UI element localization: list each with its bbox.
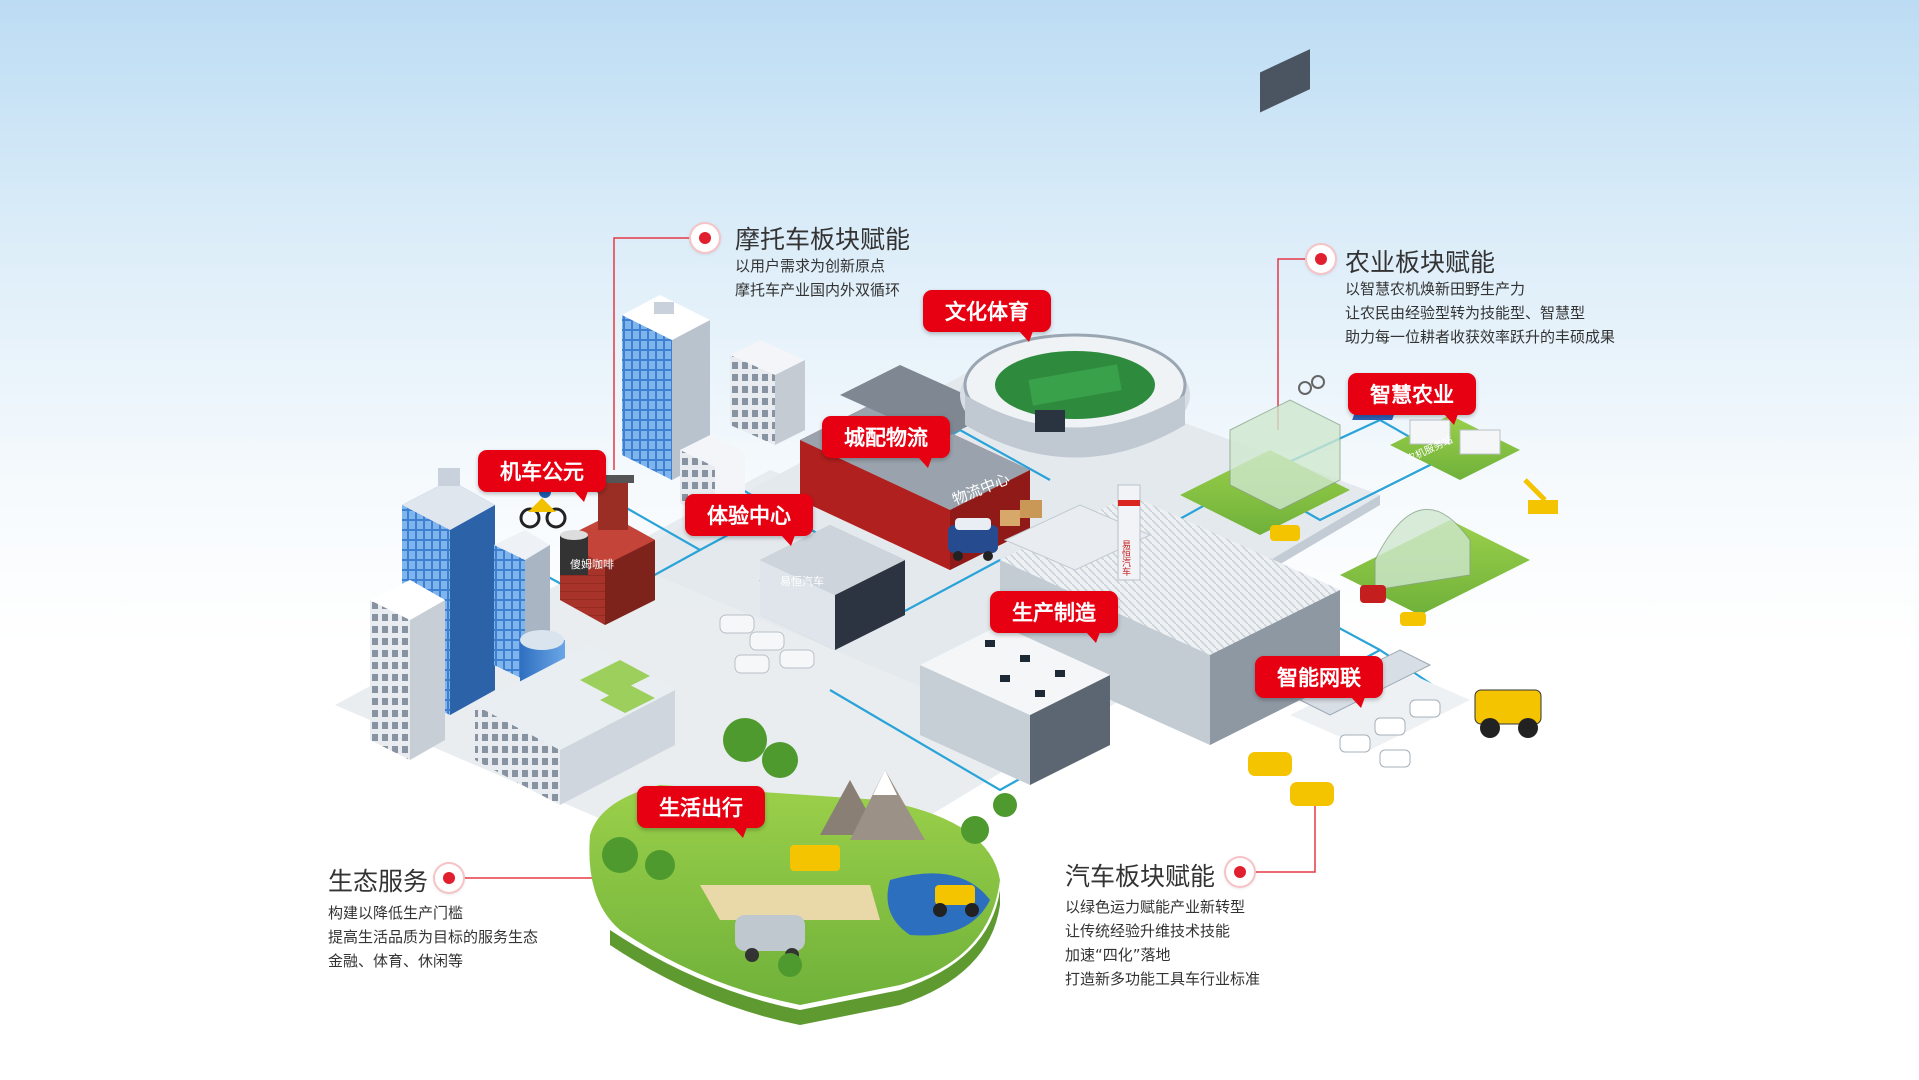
automobile-leader-line bbox=[1252, 800, 1316, 873]
tag-life-travel: 生活出行 bbox=[637, 786, 765, 838]
automobile-line: 加速“四化”落地 bbox=[1065, 946, 1171, 964]
agriculture-line: 助力每一位耕者收获效率跃升的丰硕成果 bbox=[1345, 328, 1616, 346]
tag-experience-center: 体验中心 bbox=[685, 494, 813, 546]
marker-motorcycle bbox=[691, 224, 719, 252]
motorcycle-leader-line bbox=[613, 237, 700, 470]
tag-city-logistics: 城配物流 bbox=[822, 416, 950, 468]
agriculture-line: 以智慧农机焕新田野生产力 bbox=[1345, 280, 1526, 298]
agriculture-line: 让农民由经验型转为技能型、智慧型 bbox=[1345, 304, 1586, 322]
ecology-line: 金融、体育、休闲等 bbox=[328, 952, 464, 970]
motorcycle-block-title: 摩托车板块赋能 bbox=[735, 225, 911, 254]
marker-agriculture bbox=[1307, 245, 1335, 273]
ecology-block-title: 生态服务 bbox=[328, 867, 429, 896]
dealer-sign: 易恒汽车 bbox=[780, 574, 824, 588]
stadium bbox=[960, 333, 1190, 458]
ecology-line: 提高生活品质为目标的服务生态 bbox=[328, 928, 539, 946]
experience-center: 易恒汽车 bbox=[719, 525, 905, 674]
tag-smart-agriculture: 智慧农业 bbox=[1348, 373, 1476, 425]
marker-ecology bbox=[435, 864, 463, 892]
cafe-sign: 傻姆咖啡 bbox=[570, 557, 614, 571]
motorcycle-line: 摩托车产业国内外双循环 bbox=[735, 281, 901, 299]
automobile-line: 打造新多功能工具车行业标准 bbox=[1065, 970, 1261, 988]
ecology-block-text: 构建以降低生产门槛 提高生活品质为目标的服务生态 金融、体育、休闲等 bbox=[328, 901, 538, 973]
tag-culture-sports: 文化体育 bbox=[923, 290, 1051, 342]
motorcycle-block-text: 以用户需求为创新原点 摩托车产业国内外双循环 bbox=[735, 254, 900, 302]
office-towers bbox=[370, 295, 805, 805]
life-travel-park bbox=[589, 718, 1017, 1025]
motorcycle-line: 以用户需求为创新原点 bbox=[735, 257, 886, 275]
automobile-line: 以绿色运力赋能产业新转型 bbox=[1065, 898, 1246, 916]
automobile-block-text: 以绿色运力赋能产业新转型 让传统经验升维技术技能 加速“四化”落地 打造新多功能… bbox=[1065, 895, 1260, 991]
tag-production: 生产制造 bbox=[990, 591, 1118, 643]
tag-smart-network: 智能网联 bbox=[1255, 656, 1383, 708]
automobile-block-title: 汽车板块赋能 bbox=[1065, 862, 1216, 891]
agriculture-leader-line bbox=[1277, 258, 1305, 430]
chimney-sign: 易恒汽车 bbox=[1120, 540, 1131, 577]
ecology-line: 构建以降低生产门槛 bbox=[328, 904, 464, 922]
marker-automobile bbox=[1226, 858, 1254, 886]
agriculture-block-title: 农业板块赋能 bbox=[1345, 248, 1496, 277]
automobile-line: 让传统经验升维技术技能 bbox=[1065, 922, 1231, 940]
agriculture-block-text: 以智慧农机焕新田野生产力 让农民由经验型转为技能型、智慧型 助力每一位耕者收获效… bbox=[1345, 277, 1615, 349]
smart-agriculture-area: 农机服务站 bbox=[1180, 375, 1558, 626]
tag-moto-park: 机车公元 bbox=[478, 450, 606, 502]
